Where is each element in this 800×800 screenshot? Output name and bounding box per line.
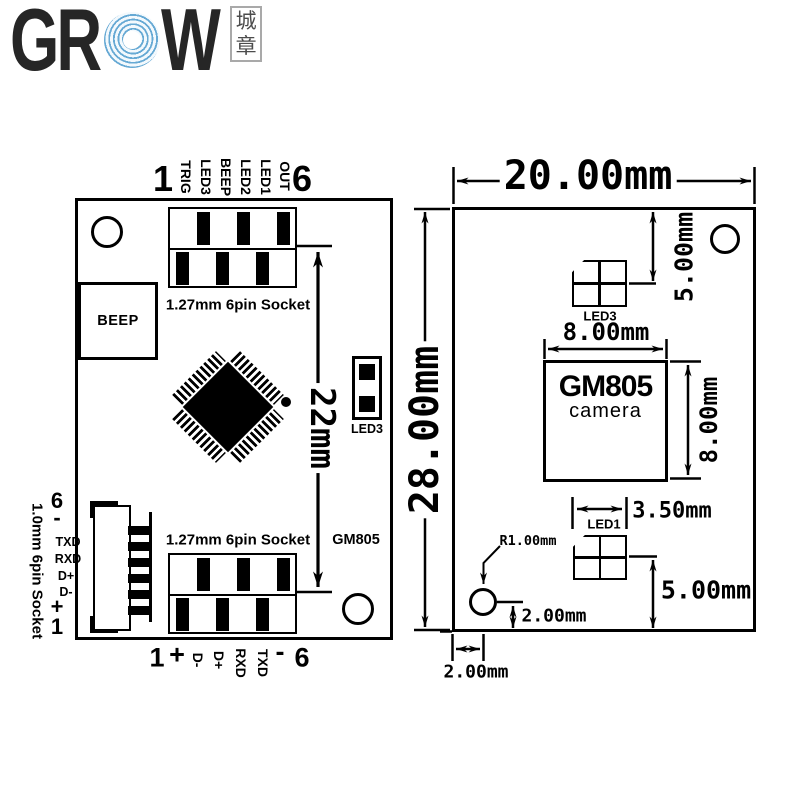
led3-header-label: LED3	[351, 422, 383, 436]
top-socket-caption: 1.27mm 6pin Socket	[165, 296, 311, 314]
bottom-pin1-number: 1	[149, 642, 165, 673]
dim-led3-offset: 5.00mm	[669, 211, 699, 303]
beep-label: BEEP	[97, 313, 139, 329]
top-pin-label-led2: LED2	[238, 159, 254, 195]
top-pin-label-out: OUT	[277, 161, 293, 191]
mount-hole-top-left	[91, 216, 123, 248]
connector-pin	[128, 558, 150, 567]
top-pin-label-led3: LED3	[198, 159, 214, 195]
fingerprint-o-icon	[104, 12, 160, 68]
connector-pin	[128, 542, 150, 551]
dim-camera-width: 8.00mm	[562, 318, 650, 346]
bottom-pin6-number: 6	[294, 642, 310, 673]
socket-pin	[256, 252, 269, 285]
dim-socket-span: 22mm	[302, 383, 342, 473]
left-pin-label-dminus: D-	[59, 585, 73, 599]
camera-subtitle: camera	[569, 400, 642, 422]
connector-pin	[128, 590, 150, 599]
socket-pin	[176, 598, 189, 631]
socket-pin	[256, 598, 269, 631]
led-window-line	[575, 556, 625, 559]
model-label: GM805	[332, 532, 380, 548]
dim-led1-width: 3.50mm	[632, 498, 712, 524]
left-pin1-number: 1	[50, 614, 64, 639]
socket-pin	[197, 558, 210, 591]
dim-hole-offset-y: 2.00mm	[521, 605, 587, 627]
connector-strip	[149, 512, 152, 622]
led3-pad	[359, 396, 375, 412]
mount-hole-bottom-left	[469, 588, 497, 616]
mount-hole-top-right	[710, 224, 740, 254]
bottom-pin-label-dplus: D+	[211, 650, 227, 670]
dim-hole-radius: R1.00mm	[499, 533, 557, 549]
bottom-pin-label-minus: -	[275, 636, 285, 667]
left-pin-label-rxd: RXD	[54, 552, 82, 566]
left-pin6-number: 6	[50, 488, 64, 513]
top-pin1-number: 1	[152, 158, 174, 199]
dim-board-height: 28.00mm	[402, 341, 448, 519]
beep-component: BEEP	[78, 282, 158, 360]
socket-pin	[216, 598, 229, 631]
grow-logo: GR W 城章	[10, 0, 263, 89]
bottom-pin-label-dminus: D-	[190, 652, 206, 668]
logo-text-gr: GR	[10, 0, 102, 89]
camera-module: GM805 camera	[543, 360, 668, 482]
socket-pin	[197, 212, 210, 245]
top-pin-label-beep: BEEP	[218, 157, 234, 197]
left-pin-label-plus: +	[50, 594, 64, 619]
led3-window-label: LED3	[583, 308, 617, 324]
connector-pin	[128, 574, 150, 583]
led1-window	[573, 535, 627, 580]
top-pin-label-led1: LED1	[258, 159, 274, 195]
dim-camera-height: 8.00mm	[695, 376, 723, 464]
bottom-socket	[168, 553, 297, 634]
logo-text-w: W	[161, 0, 221, 89]
socket-pin	[216, 252, 229, 285]
left-pin-label-minus: -	[53, 505, 61, 530]
mount-hole-bottom-right	[342, 593, 374, 625]
dim-board-width: 20.00mm	[499, 153, 677, 199]
top-pin-label-trig: TRIG	[178, 160, 194, 194]
led1-window-label: LED1	[587, 516, 621, 532]
socket-divider	[170, 555, 295, 596]
connector-pin	[128, 606, 150, 615]
socket-pin	[277, 212, 290, 245]
bottom-pin-label-txd: TXD	[255, 649, 271, 677]
dim-hole-offset-x: 2.00mm	[443, 661, 509, 683]
socket-pin	[176, 252, 189, 285]
socket-pin	[237, 212, 250, 245]
led3-pad	[359, 364, 375, 380]
led-window-line	[574, 282, 625, 285]
camera-title: GM805	[558, 370, 653, 403]
led3-window	[572, 260, 627, 307]
socket-pin	[237, 558, 250, 591]
chip-pin1-dot	[281, 397, 291, 407]
left-socket-caption: 1.0mm 6pin Socket	[28, 503, 46, 639]
top-socket	[168, 207, 297, 288]
left-pin-label-dplus: D+	[57, 569, 75, 583]
dim-led1-offset: 5.00mm	[660, 575, 752, 605]
bottom-pin-label-plus: +	[169, 639, 185, 670]
connector-body	[93, 505, 131, 631]
led3-header	[352, 356, 382, 420]
connector-pin	[128, 526, 150, 535]
socket-pin	[277, 558, 290, 591]
top-pin6-number: 6	[291, 158, 313, 199]
bottom-pin-label-rxd: RXD	[233, 648, 249, 678]
socket-divider	[170, 209, 295, 250]
bottom-socket-caption: 1.27mm 6pin Socket	[165, 531, 311, 549]
left-pin-label-txd: TXD	[55, 535, 81, 549]
logo-seal-stamp: 城章	[230, 6, 263, 62]
